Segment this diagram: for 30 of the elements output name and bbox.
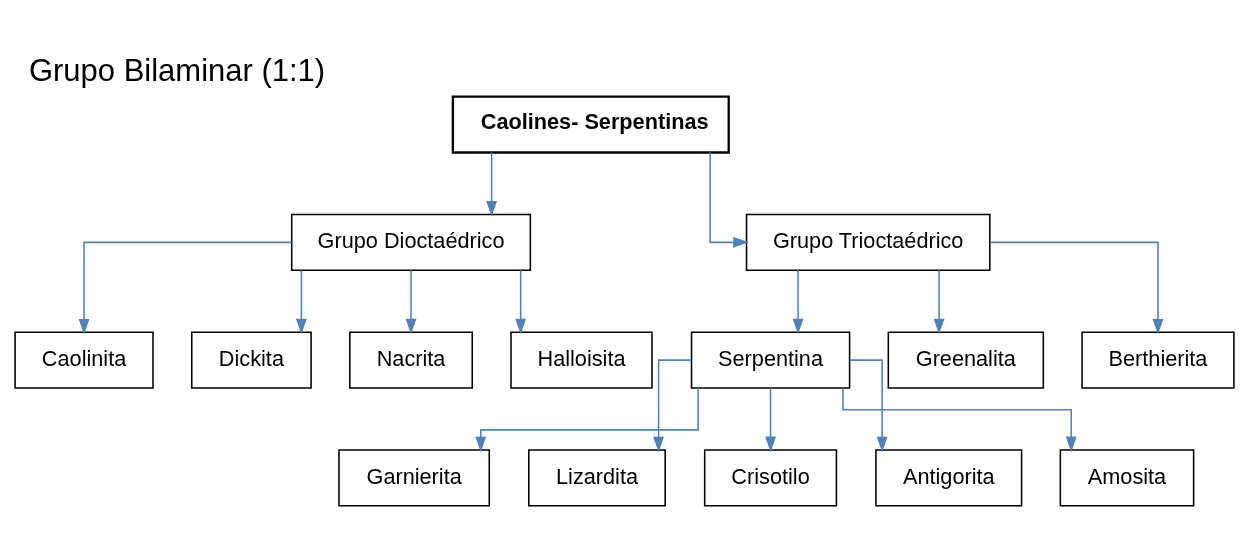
node-box: Dickita	[190, 330, 312, 389]
node-box: Lizardita	[528, 448, 666, 507]
arrow	[475, 386, 699, 452]
node-box: Greenalita	[887, 330, 1045, 389]
node-box: Crisotilo	[703, 448, 838, 507]
arrow	[842, 387, 1077, 452]
arrow	[486, 151, 498, 217]
node-box: Garnierita	[338, 448, 491, 507]
arrow	[653, 358, 692, 452]
arrow	[405, 269, 417, 334]
arrow	[989, 241, 1164, 335]
node-box: Amosita	[1059, 448, 1195, 507]
node-box: Berthierita	[1081, 330, 1235, 389]
arrow	[765, 386, 776, 452]
arrow	[792, 269, 804, 334]
arrow	[849, 358, 888, 452]
node-box: Grupo Trioctaédrico	[745, 213, 991, 271]
arrow	[78, 241, 293, 335]
node-box: Grupo Dioctaédrico	[290, 213, 532, 271]
arrow	[295, 269, 307, 334]
diagram-title: Grupo Bilaminar (1:1)	[28, 52, 326, 88]
node-box: Halloisita	[510, 330, 653, 389]
arrow	[933, 269, 945, 334]
node-box: Antigorita	[875, 448, 1023, 507]
node-box: Caolinita	[14, 330, 154, 389]
arrow	[515, 269, 527, 334]
arrow	[709, 151, 749, 248]
node-box: Caolines- Serpentinas	[451, 95, 730, 154]
node-box: Nacrita	[349, 330, 474, 389]
node-box: Serpentina	[690, 330, 851, 389]
